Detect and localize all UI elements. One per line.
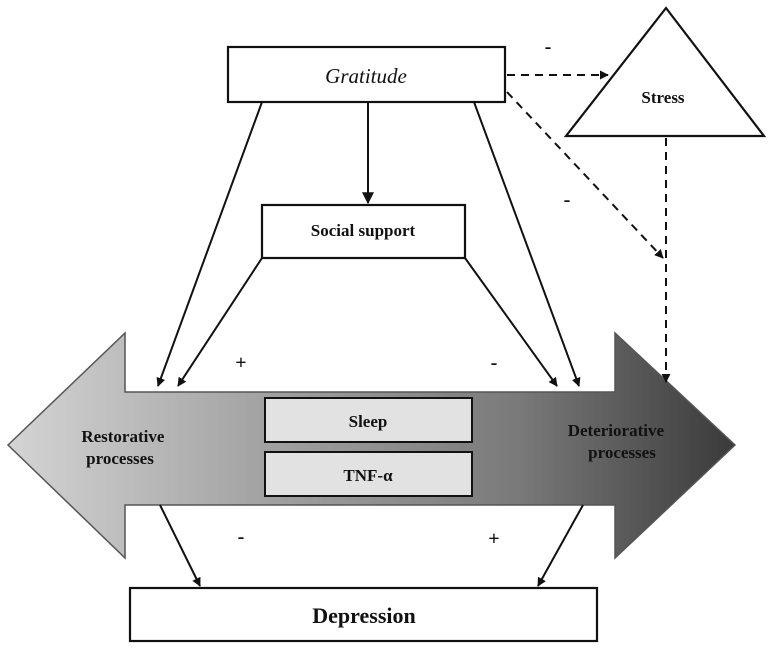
social-support-label: Social support (311, 221, 416, 240)
tnf-node: TNF-α (264, 451, 473, 497)
restorative-line-1: Restorative (81, 427, 165, 446)
sign-deteriorative-to-depression: + (488, 528, 499, 550)
tnf-label: TNF-α (343, 466, 393, 485)
depression-node: Depression (128, 586, 599, 643)
sleep-label: Sleep (349, 412, 388, 431)
arrow-gratitude-to-restorative (156, 101, 263, 387)
deteriorative-line-2: processes (588, 443, 656, 462)
gratitude-label: Gratitude (325, 64, 407, 88)
stress-node: Stress (563, 6, 767, 138)
depression-label: Depression (312, 603, 416, 628)
sleep-node: Sleep (264, 397, 473, 443)
sign-gratitude-to-deteriorative: - (564, 189, 571, 211)
arrow-social-support-to-deteriorative (464, 257, 558, 387)
sign-social-to-restorative: + (235, 352, 246, 374)
stress-label: Stress (641, 88, 685, 107)
deteriorative-label: Deteriorative processes (568, 421, 669, 462)
sign-social-to-deteriorative: - (491, 352, 498, 374)
gratitude-node: Gratitude (226, 45, 507, 104)
arrow-social-support-to-restorative (177, 257, 263, 387)
sign-restorative-to-depression: - (238, 526, 245, 548)
arrow-restorative-to-depression (159, 504, 201, 587)
sign-gratitude-to-stress: - (545, 36, 552, 58)
arrow-gratitude-to-deteriorative (473, 101, 581, 387)
process-double-arrow (6, 331, 737, 560)
social-support-node: Social support (260, 203, 467, 260)
arrow-gratitude-to-stress-path (506, 91, 664, 259)
restorative-line-2: processes (86, 449, 154, 468)
restorative-label: Restorative processes (81, 427, 168, 468)
deteriorative-line-1: Deteriorative (568, 421, 665, 440)
arrow-deteriorative-to-depression (537, 504, 584, 587)
